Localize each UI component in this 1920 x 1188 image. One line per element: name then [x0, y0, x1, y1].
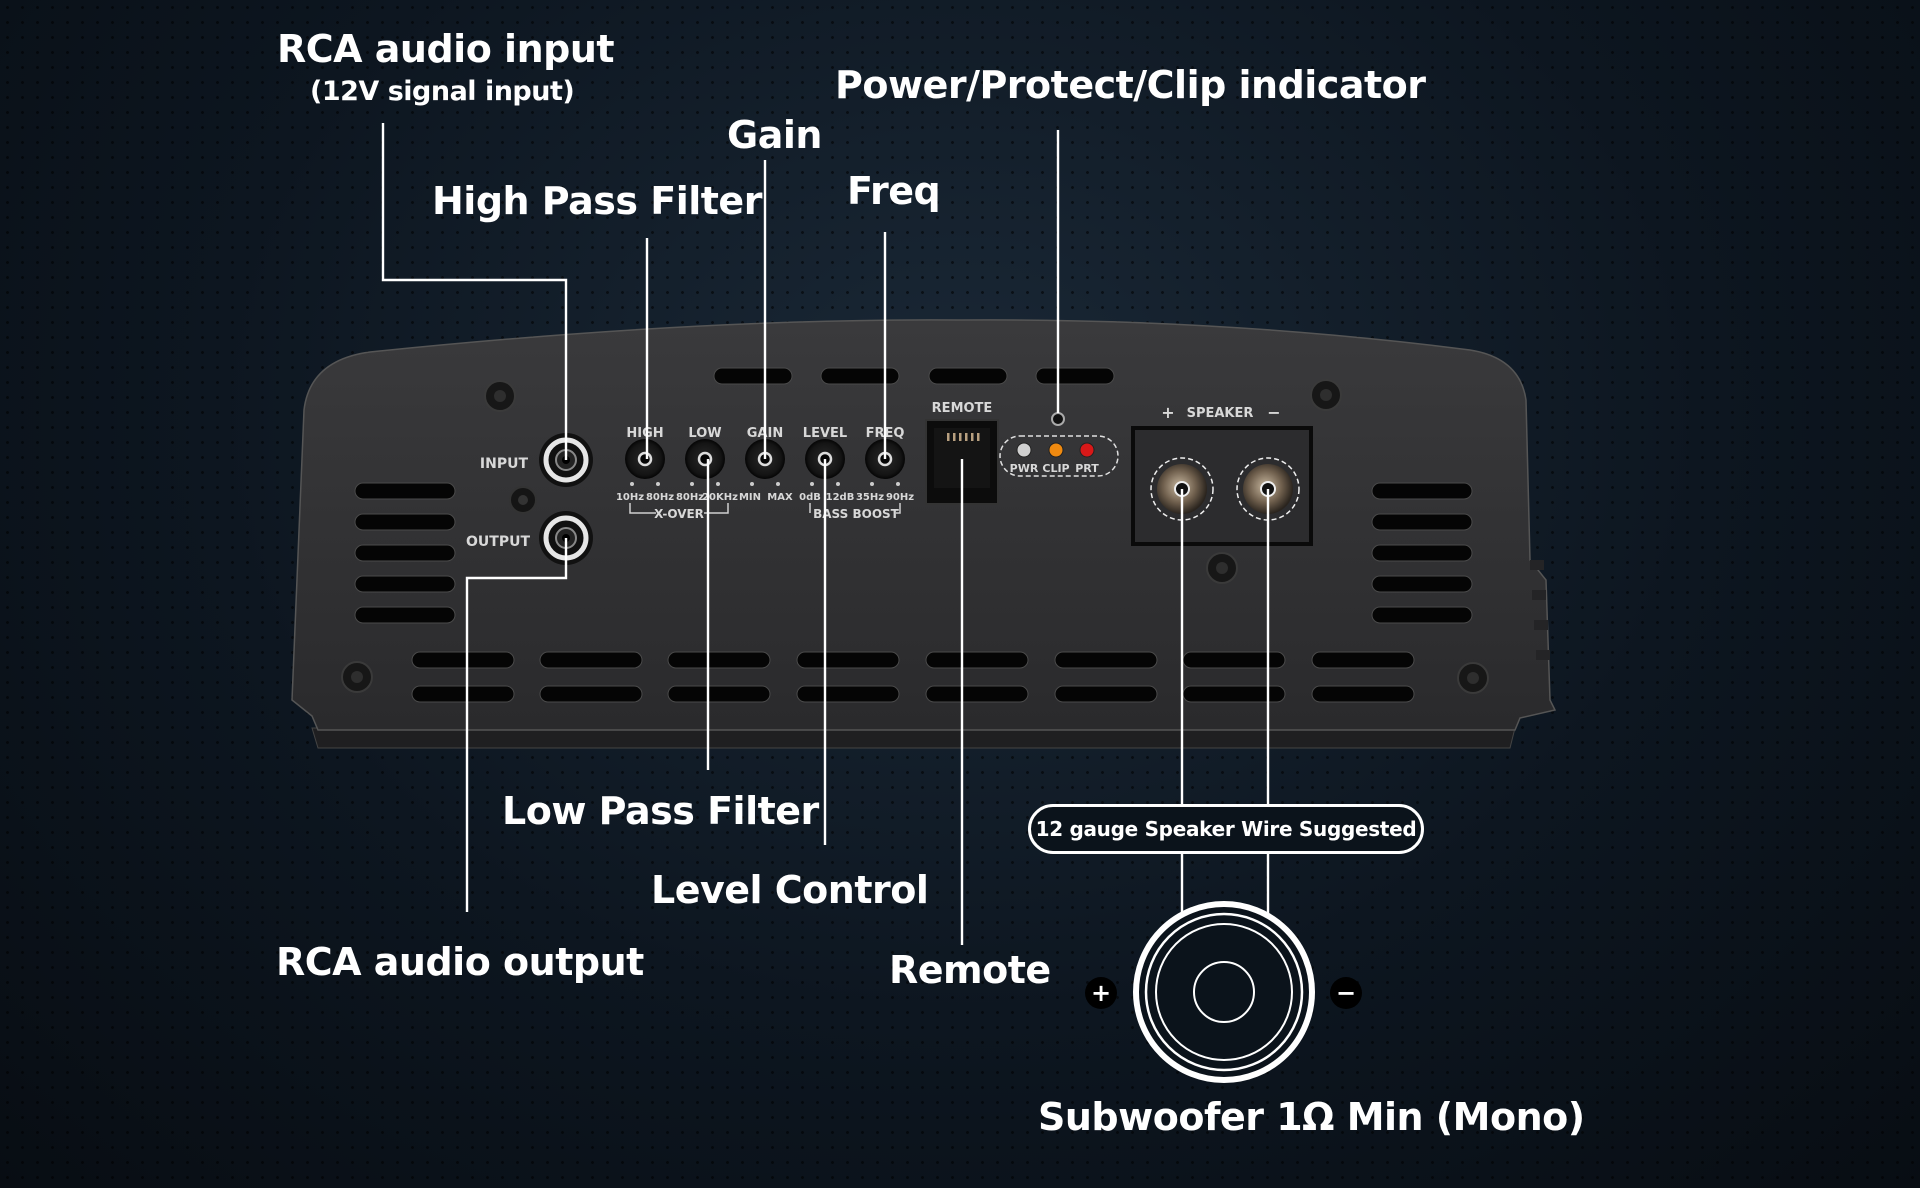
callout-level: Level Control: [651, 868, 929, 912]
vent-slot: [1371, 575, 1473, 593]
vent-slot: [1311, 685, 1415, 703]
knob-min-label: MIN: [739, 492, 761, 503]
callout-indicator: Power/Protect/Clip indicator: [835, 63, 1426, 107]
bass-boost-bracket: [809, 503, 901, 514]
callout-rca-input: RCA audio input: [277, 27, 615, 71]
callout-high-pass: High Pass Filter: [432, 179, 762, 223]
knob-max-label: 80Hz: [646, 492, 674, 503]
vent-slot: [354, 575, 456, 593]
vent-slot: [925, 685, 1029, 703]
amp-base-foot: [311, 727, 1516, 749]
vent-slot: [354, 482, 456, 500]
xover-label: X-OVER: [654, 507, 704, 521]
vent-slot: [928, 367, 1008, 385]
wire-gauge-text: 12 gauge Speaker Wire Suggested: [1035, 817, 1417, 841]
vent-slot: [354, 544, 456, 562]
vent-slot: [1035, 367, 1115, 385]
vent-slot: [1371, 544, 1473, 562]
vent-slot: [796, 685, 900, 703]
vent-slot: [411, 685, 515, 703]
led-group-outline: [999, 435, 1119, 477]
vent-slot: [1054, 651, 1158, 669]
knob-min-label: 10Hz: [616, 492, 644, 503]
knob-min-label: 0dB: [799, 492, 821, 503]
led-label: PRT: [1075, 462, 1099, 475]
side-ribs: [1530, 560, 1550, 660]
vent-slot: [354, 513, 456, 531]
remote-panel-label: REMOTE: [932, 401, 993, 416]
bass-boost-label: BASS BOOST: [813, 507, 900, 521]
callout-remote: Remote: [889, 948, 1051, 992]
vent-slot: [1371, 513, 1473, 531]
knob-label: LEVEL: [803, 426, 847, 441]
vent-slot: [667, 651, 771, 669]
subwoofer-minus-icon: −: [1330, 977, 1362, 1009]
output-label: OUTPUT: [466, 534, 530, 550]
vent-slots: [354, 367, 1473, 703]
vent-slot: [411, 651, 515, 669]
vent-slot: [1054, 685, 1158, 703]
vent-slot: [925, 651, 1029, 669]
callout-subwoofer: Subwoofer 1Ω Min (Mono): [1038, 1095, 1585, 1139]
knob-label: LOW: [688, 426, 721, 441]
leader-lines: [381, 123, 1270, 945]
vent-slot: [354, 606, 456, 624]
speaker-plus-label: +: [1161, 403, 1174, 422]
knob-max-label: MAX: [767, 492, 793, 503]
subwoofer-plus-icon: +: [1085, 977, 1117, 1009]
vent-slot: [1371, 482, 1473, 500]
knob-min-label: 80Hz: [676, 492, 704, 503]
indicator-port: [1051, 412, 1065, 426]
subwoofer-icon: [1133, 901, 1315, 1083]
callout-gain: Gain: [727, 113, 822, 157]
callout-freq: Freq: [847, 169, 941, 213]
knob-min-label: 35Hz: [856, 492, 884, 503]
amp-body: [291, 319, 1557, 731]
callout-rca-input-sub: (12V signal input): [310, 76, 575, 107]
vent-slot: [1371, 606, 1473, 624]
vent-slot: [539, 651, 643, 669]
vent-slot: [667, 685, 771, 703]
vent-slot: [713, 367, 793, 385]
callout-low-pass: Low Pass Filter: [502, 789, 819, 833]
input-label: INPUT: [480, 456, 529, 472]
speaker-panel-label: SPEAKER: [1187, 406, 1254, 421]
screws: [341, 379, 1489, 694]
led-label: PWR: [1010, 462, 1039, 475]
xover-bracket: [629, 503, 729, 514]
speaker-minus-label: −: [1267, 403, 1280, 422]
led-prt: [1079, 442, 1095, 458]
knob-max-label: 20KHz: [702, 492, 738, 503]
led-clip: [1048, 442, 1064, 458]
vent-slot: [539, 685, 643, 703]
knob-max-label: 90Hz: [886, 492, 914, 503]
knob-label: HIGH: [626, 426, 663, 441]
vent-slot: [1182, 651, 1286, 669]
screw-small: [509, 486, 537, 514]
leader-rca-input: [381, 123, 568, 460]
wire-gauge-note: 12 gauge Speaker Wire Suggested: [1028, 804, 1424, 854]
vent-slot: [820, 367, 900, 385]
led-label: CLIP: [1042, 462, 1069, 475]
vent-slot: [1311, 651, 1415, 669]
callout-rca-output: RCA audio output: [276, 940, 644, 984]
leader-rca-output: [465, 538, 568, 912]
knob-max-label: 12dB: [826, 492, 855, 503]
vent-slot: [1182, 685, 1286, 703]
vent-slot: [796, 651, 900, 669]
led-pwr: [1016, 442, 1032, 458]
